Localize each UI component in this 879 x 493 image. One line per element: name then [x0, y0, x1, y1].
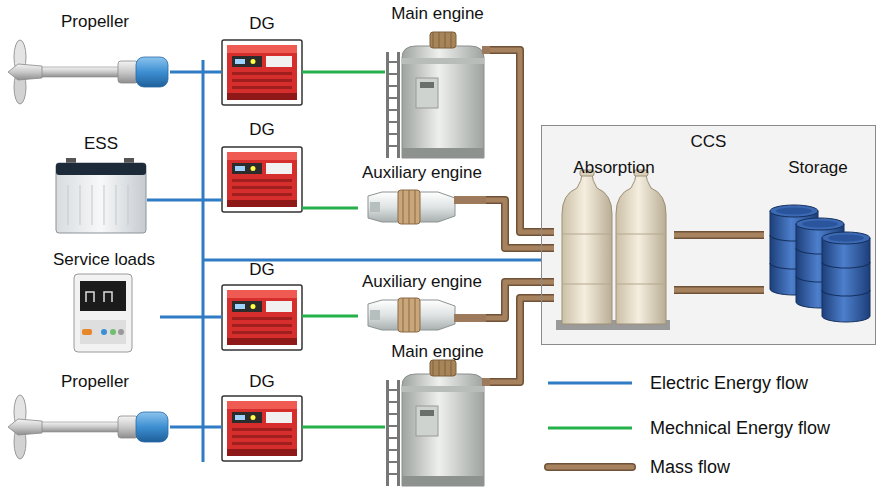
node-label: Propeller: [20, 12, 170, 32]
flow-line: [147, 199, 222, 202]
node-label: DG: [222, 260, 302, 280]
flow-line: [674, 235, 764, 236]
flow-line: [302, 315, 358, 318]
flow-line: [160, 317, 222, 318]
node-label: Propeller: [20, 372, 170, 392]
flow-line-edge: [490, 50, 554, 232]
pipe-stub: [482, 378, 491, 386]
generator-drawing: [222, 396, 302, 461]
node-label: Absorption: [554, 158, 674, 178]
aux-engine-node: Auxiliary engine: [358, 272, 486, 334]
flow-line: [170, 72, 222, 73]
legend-text: Mass flow: [650, 456, 730, 478]
engine-drawing: [386, 360, 484, 486]
flow-line: [486, 200, 554, 248]
service-load-drawing: [74, 274, 132, 352]
flow-line: [674, 288, 764, 293]
generator-drawing: [222, 285, 302, 350]
node-label: DG: [222, 372, 302, 392]
electric-bus: [203, 60, 542, 462]
node-label: DG: [222, 14, 302, 34]
flow-line: [674, 233, 764, 238]
aux-engine-drawing: [368, 190, 455, 224]
flow-line: [302, 316, 358, 317]
flow-line: [302, 427, 385, 428]
storage-node: Storage: [764, 158, 872, 338]
ccs-region: [542, 126, 875, 344]
node-label: Auxiliary engine: [358, 163, 486, 183]
generator-node: DG: [222, 260, 302, 352]
node-label: Main engine: [385, 342, 490, 362]
flow-line: [170, 71, 222, 74]
legend-text: Mechnical Energy flow: [650, 417, 830, 439]
node-label: Storage: [764, 158, 872, 178]
pipe-stub: [454, 314, 487, 322]
flow-line-edge: [490, 298, 554, 382]
flow-line-edge: [674, 231, 764, 239]
legend-text: Electric Energy flow: [650, 372, 808, 394]
barrel: [822, 232, 870, 322]
node-label: DG: [222, 120, 302, 140]
flow-line: [170, 427, 222, 428]
flow-line: [490, 50, 554, 232]
flow-line: [490, 298, 554, 382]
node-label: ESS: [55, 134, 147, 154]
pipe-stub: [454, 196, 487, 204]
flow-line-edge: [674, 286, 764, 294]
node-label: Auxiliary engine: [358, 272, 486, 292]
generator-drawing: [222, 40, 302, 105]
flow-line: [160, 316, 222, 319]
ccs-region: CCS Absorption Storage: [541, 125, 876, 345]
generator-drawing: [222, 147, 302, 212]
service-load-node: Service loads: [48, 250, 160, 354]
flow-line: [302, 72, 385, 73]
battery-drawing: [56, 158, 146, 233]
node-label: CCS: [542, 132, 875, 152]
flow-line: [302, 207, 358, 210]
absorber-tower: [616, 170, 666, 324]
legend-sample: [548, 382, 632, 385]
flow-line: [302, 426, 385, 429]
flow-line: [147, 200, 222, 201]
legend-sample: [548, 427, 632, 430]
engine-drawing: [386, 32, 484, 158]
node-label: Service loads: [48, 250, 160, 270]
flow-line: [490, 298, 554, 382]
pipe-stub: [482, 46, 491, 54]
aux-engine-drawing: [368, 298, 455, 332]
absorber-tower: [562, 170, 612, 324]
propeller-drawing: [8, 40, 168, 104]
flow-line: [302, 71, 385, 74]
legend-sample: [548, 465, 632, 470]
generator-node: DG: [222, 120, 302, 214]
engine-node: Main engine: [385, 342, 490, 490]
propeller-node: Propeller: [20, 372, 170, 457]
flow-line: [302, 208, 358, 209]
node-label: Main engine: [385, 4, 490, 24]
propeller-drawing: [8, 395, 168, 459]
flow-line: [170, 426, 222, 429]
absorption-node: Absorption: [554, 158, 674, 338]
flow-line: [486, 200, 554, 248]
propeller-node: Propeller: [20, 12, 170, 97]
flow-line: [490, 50, 554, 232]
battery-node: ESS: [55, 134, 147, 234]
engine-node: Main engine: [385, 4, 490, 162]
aux-engine-node: Auxiliary engine: [358, 163, 486, 227]
legend-sample: [548, 463, 632, 471]
flow-line: [674, 290, 764, 291]
generator-node: DG: [222, 372, 302, 464]
flow-line-edge: [486, 200, 554, 248]
generator-node: DG: [222, 14, 302, 108]
